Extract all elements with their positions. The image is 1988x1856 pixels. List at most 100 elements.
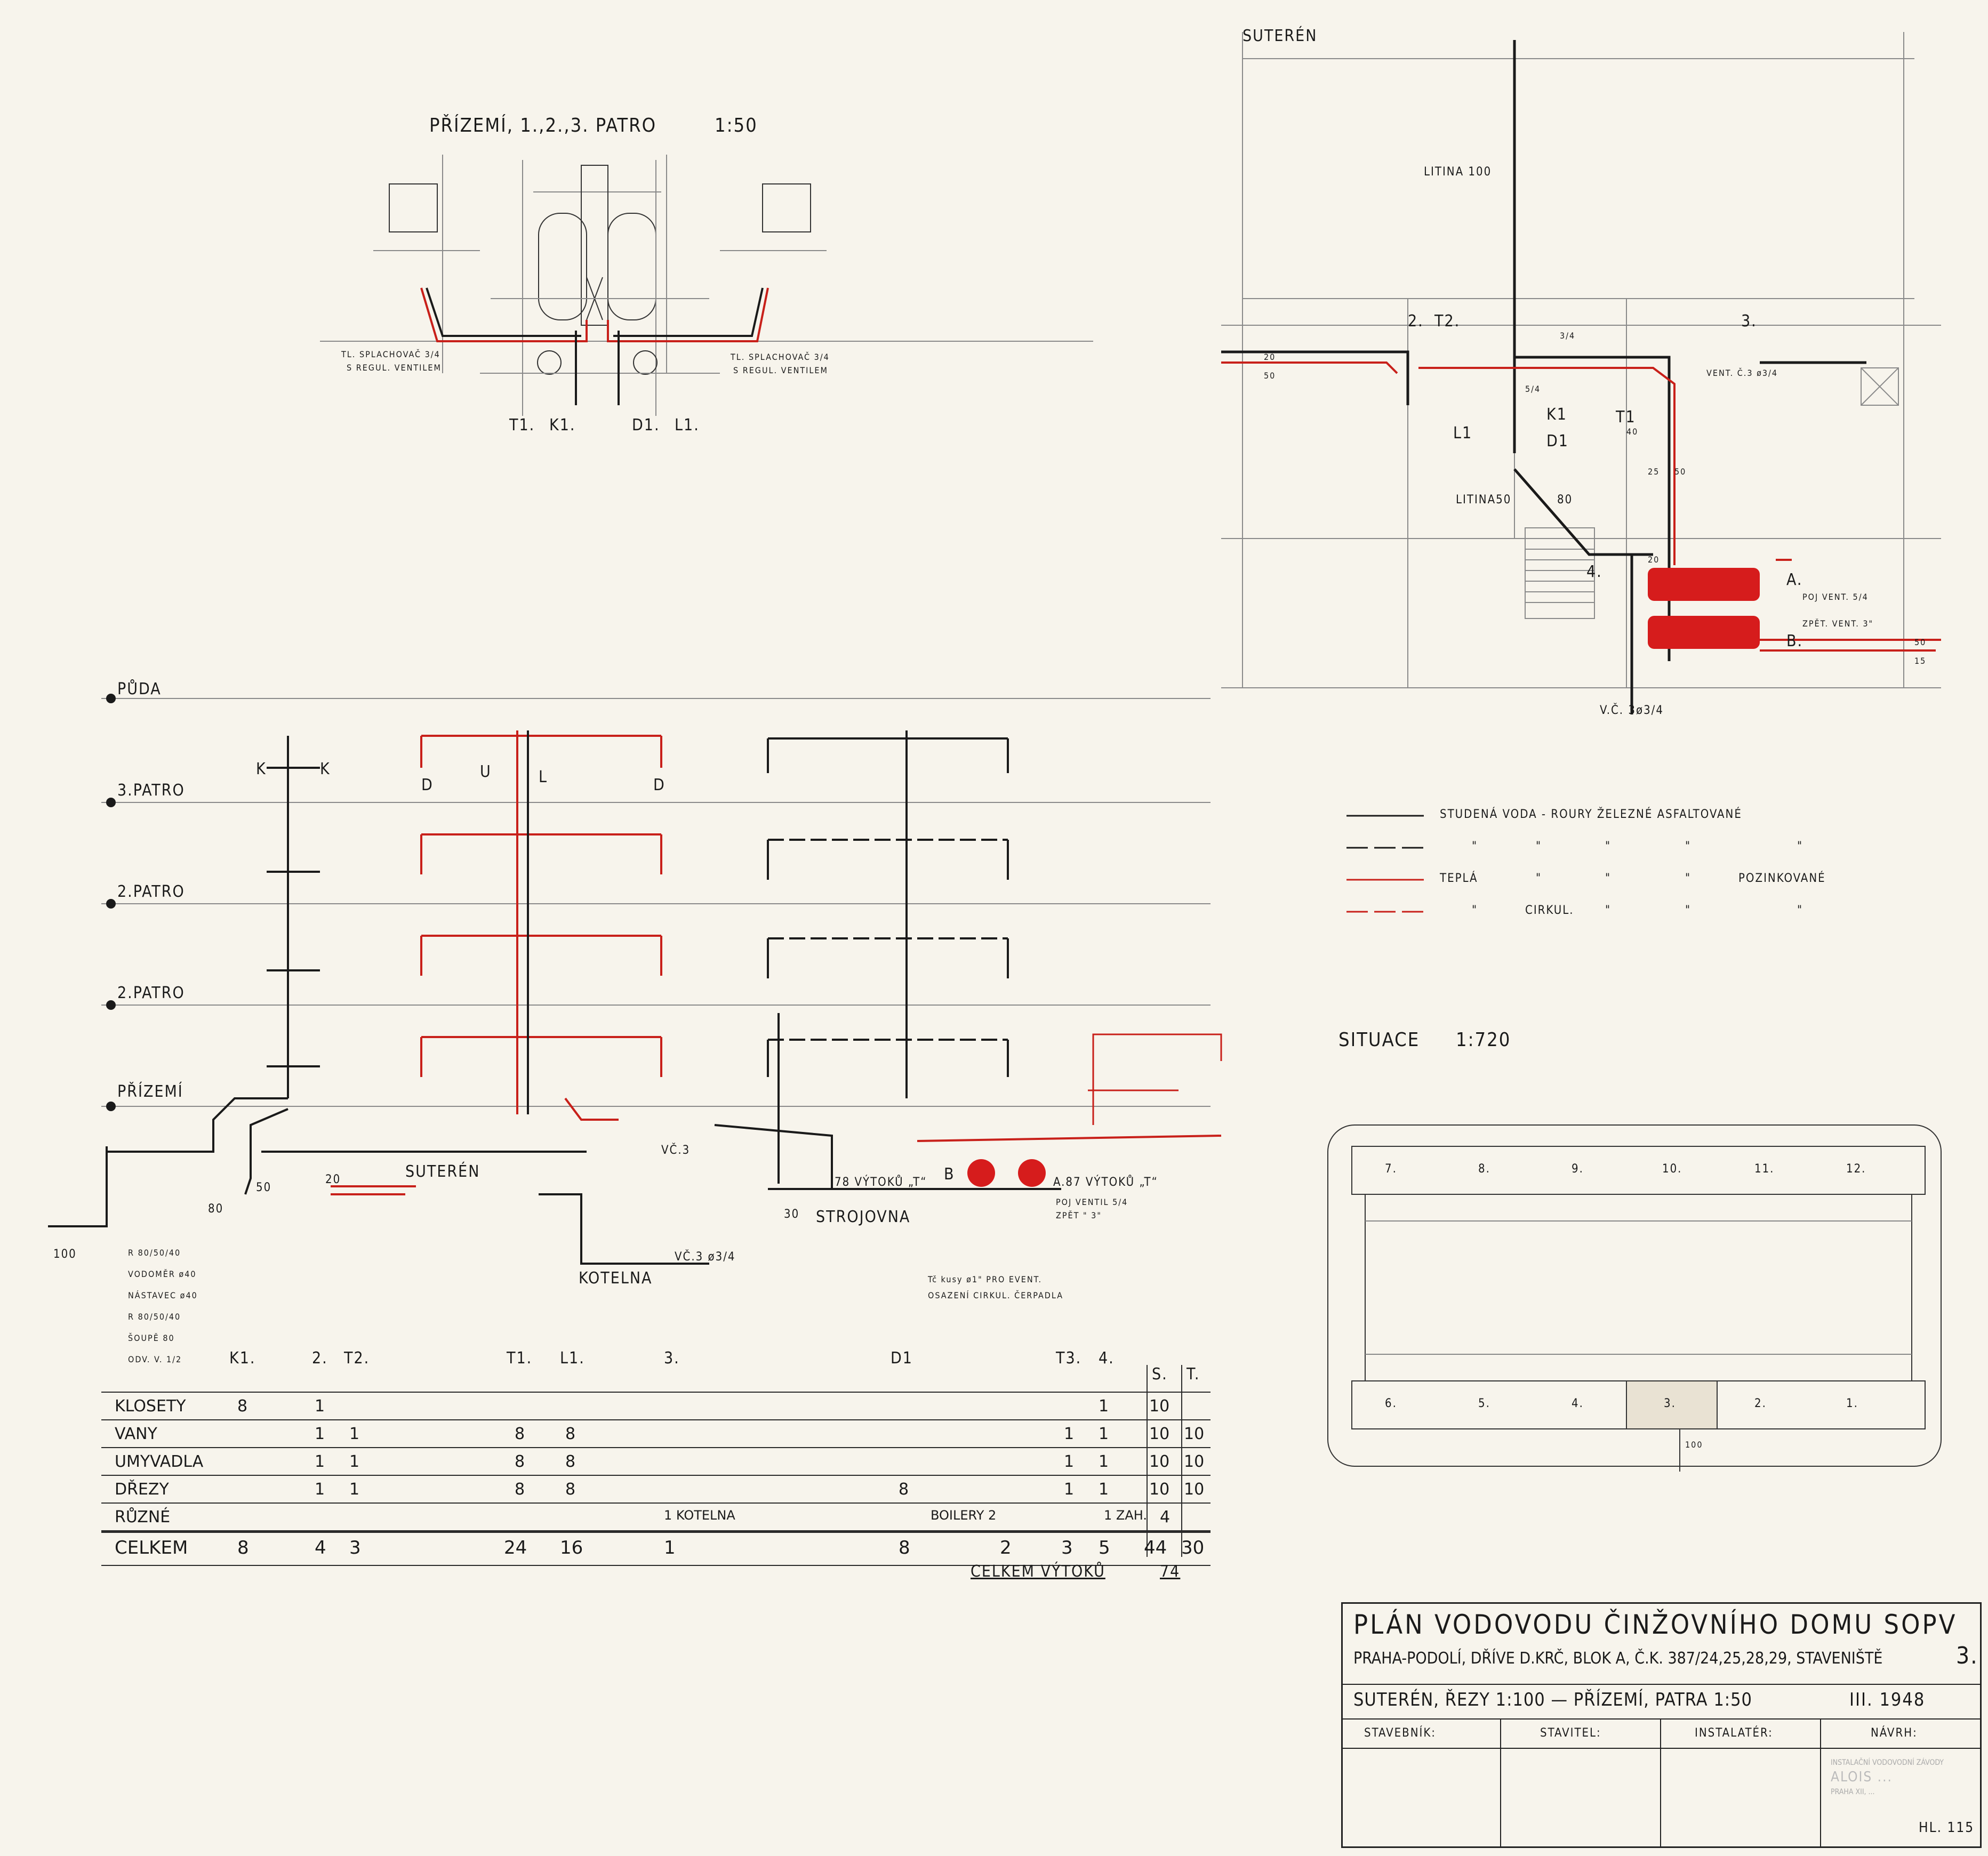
block-5: 5. (1478, 1397, 1490, 1410)
fixture-d-1: D (421, 776, 434, 794)
label-zpet: ZPĚT " 3" (1056, 1210, 1102, 1220)
label-b-boiler: B (944, 1165, 955, 1184)
meter-note-5: ŠOUPĚ 80 (128, 1333, 175, 1343)
level-3patro: 3.PATRO (117, 781, 185, 800)
floorplan-note-right-1: TL. SPLACHOVAČ 3/4 (731, 352, 830, 362)
label-d1: D1 (1546, 432, 1569, 451)
col-4: 4. (1099, 1349, 1115, 1368)
riser-k1 (48, 736, 709, 1265)
dim-8: 20 (1648, 555, 1660, 565)
dim-6: 50 (1674, 467, 1687, 477)
site-number: 3. (1956, 1642, 1978, 1669)
label-zpet-vent: ZPĚT. VENT. 3" (1802, 618, 1874, 629)
block-7: 7. (1385, 1162, 1397, 1176)
dim-1: 20 (1264, 352, 1276, 362)
label-stavitel: STAVITEL: (1540, 1726, 1601, 1740)
legend-hot-mark-3: " (1685, 872, 1692, 885)
floorplan-note-left-2: S REGUL. VENTILEM (347, 363, 442, 373)
legend-mark-3: " (1605, 840, 1612, 853)
top-left-hot-pipes (420, 287, 769, 342)
legend-hot-mark-2: " (1605, 872, 1612, 885)
label-3: 3. (1741, 312, 1757, 331)
stamp-line-2: ALOIS ... (1831, 1769, 1893, 1785)
label-vc: V.Č. 3ø3/4 (1600, 704, 1664, 717)
label-2: 2. (1408, 312, 1424, 331)
floorplan-scale: 1:50 (715, 115, 758, 136)
table-row-umyvadla: UMYVADLA 1 1 8 8 1 1 10 10 (101, 1448, 1211, 1476)
legend-circ-mark-1: " (1472, 904, 1478, 917)
block-4: 4. (1572, 1397, 1584, 1410)
block-11: 11. (1754, 1162, 1775, 1176)
legend-lines (1346, 815, 1424, 913)
level-kotelna: KOTELNA (579, 1269, 653, 1288)
label-poj-ventil: POJ VENTIL 5/4 (1056, 1197, 1128, 1207)
basement-title: SUTERÉN (1242, 27, 1318, 45)
meter-note-4: R 80/50/40 (128, 1312, 181, 1322)
fixture-k-2: K (320, 760, 331, 778)
basement-cold-pipes (1221, 40, 1866, 714)
col-t3: T3. (1056, 1349, 1082, 1368)
level-prizemi: PŘÍZEMÍ (117, 1082, 183, 1101)
label-87-vytoku: A.87 VÝTOKŮ „T“ (1053, 1176, 1158, 1189)
label-100: 100 (53, 1248, 77, 1261)
block-8: 8. (1478, 1162, 1490, 1176)
legend-galvanized: POZINKOVANÉ (1738, 872, 1826, 885)
boilers-plan (1648, 568, 1760, 649)
label-80: 80 (1557, 493, 1573, 507)
stamp-line-1: INSTALAČNÍ VODOVODNÍ ZÁVODY (1831, 1758, 1944, 1767)
block-6: 6. (1385, 1397, 1397, 1410)
riser-d1 (714, 730, 1061, 1190)
col-d1: D1 (891, 1349, 913, 1368)
legend-circ: CIRKUL. (1525, 904, 1574, 917)
legend-circ-mark-3: " (1685, 904, 1692, 917)
riser-label-d1: D1. (632, 416, 660, 435)
floorplan-note-left-1: TL. SPLACHOVAČ 3/4 (341, 349, 440, 359)
fixture-k-1: K (256, 760, 267, 778)
label-k1: K1 (1546, 405, 1567, 424)
label-80-sec: 80 (208, 1202, 224, 1216)
riser-label-k1: K1. (549, 416, 576, 435)
label-30-sec: 30 (784, 1208, 800, 1221)
legend-mark-5: " (1797, 840, 1803, 853)
label-poj-vent: POJ VENT. 5/4 (1802, 592, 1869, 602)
schedule-table: KLOSETY 8 1 1 10 VANY 1 1 8 8 1 1 10 10 … (101, 1365, 1211, 1566)
stamp-line-3: PRAHA XII, ... (1831, 1788, 1875, 1796)
block-3: 3. (1664, 1397, 1676, 1410)
riser-label-t1: T1. (509, 416, 535, 435)
stove-left (389, 183, 438, 232)
dim-4: 5/4 (1525, 384, 1541, 394)
col-k1: K1. (229, 1349, 256, 1368)
label-t2: T2. (1434, 312, 1461, 331)
legend-mark-1: " (1472, 840, 1478, 853)
legend-hot-mark-1: " (1536, 872, 1542, 885)
legend-circ-mark-2: " (1605, 904, 1612, 917)
block-2: 2. (1754, 1397, 1767, 1410)
title-block: PLÁN VODOVODU ČINŽOVNÍHO DOMU SOPV PRAHA… (1341, 1602, 1982, 1848)
fixture-l-1: L (539, 768, 548, 786)
floorplan-note-right-2: S REGUL. VENTILEM (733, 365, 828, 375)
plan-subtitle: PRAHA-PODOLÍ, DŘÍVE D.KRČ, BLOK A, Č.K. … (1353, 1649, 1883, 1668)
dim-10: 50 (1914, 637, 1927, 647)
riser-t1-l1 (331, 730, 1222, 1195)
block-10: 10. (1662, 1162, 1682, 1176)
label-litina100: LITINA 100 (1424, 165, 1492, 179)
label-20-sec: 20 (325, 1173, 341, 1186)
legend-mark-4: " (1685, 840, 1692, 853)
total-outlets-label: CELKEM VÝTOKŮ (971, 1562, 1105, 1581)
table-row-ruzne: RŮZNÉ 1 KOTELNA BOILERY 2 1 ZAH. 4 (101, 1504, 1211, 1531)
plan-scales: SUTERÉN, ŘEZY 1:100 — PŘÍZEMÍ, PATRA 1:5… (1353, 1689, 1752, 1710)
label-litina50: LITINA50 (1456, 493, 1512, 507)
fixture-u-1: U (480, 762, 492, 781)
dim-9: 15 (1914, 656, 1927, 666)
table-row-celkem: CELKEM 8 4 3 24 16 1 8 2 3 5 44 30 (101, 1531, 1211, 1566)
label-l1: L1 (1453, 424, 1473, 443)
situace-title: SITUACE (1338, 1029, 1420, 1051)
col-2: 2. (312, 1349, 328, 1368)
situace-scale: 1:720 (1456, 1029, 1511, 1051)
label-a: A. (1786, 571, 1803, 589)
legend-cold: STUDENÁ VODA - ROURY ŽELEZNÉ ASFALTOVANÉ (1440, 808, 1742, 821)
legend-circ-mark-4: " (1797, 904, 1803, 917)
label-b: B. (1786, 632, 1803, 650)
label-vc3: VČ.3 (661, 1144, 691, 1157)
